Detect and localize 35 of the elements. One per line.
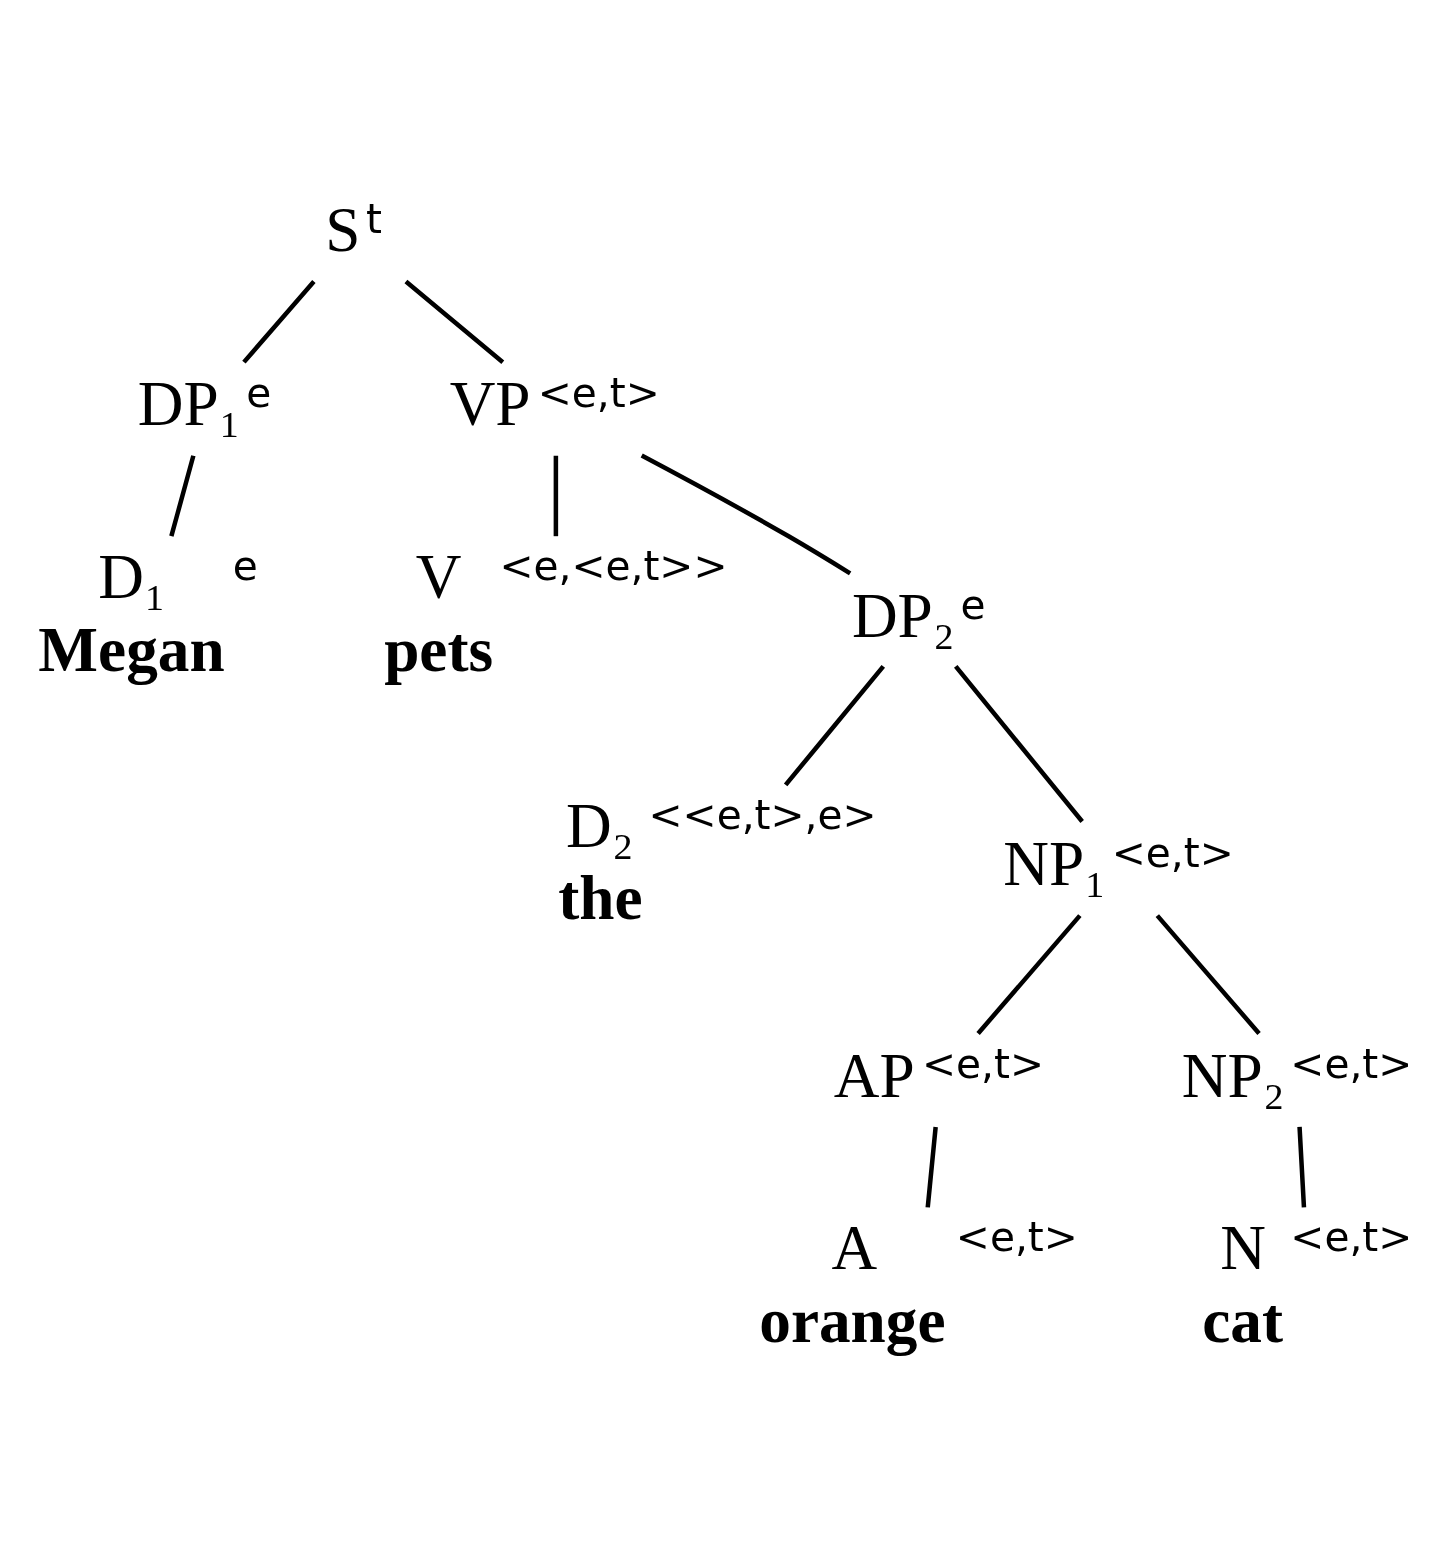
node-text: AP — [833, 1040, 915, 1111]
node-text: N cat — [1201, 1213, 1283, 1356]
node-text: DP₂ — [851, 580, 955, 651]
connector — [404, 279, 504, 364]
node-label: <<e,t>,e> — [648, 790, 877, 839]
node-text: A orange — [758, 1213, 946, 1356]
node-text: D₂ the — [557, 790, 642, 934]
node-label: <e,t> — [1289, 1040, 1412, 1089]
connector — [1155, 914, 1261, 1035]
node-label: t — [365, 195, 382, 244]
node-label: <e,t> — [1289, 1213, 1412, 1262]
connector — [925, 1126, 938, 1208]
node-label: <e,t> — [921, 1040, 1044, 1089]
node-text: S — [324, 195, 361, 266]
connector — [783, 664, 885, 787]
node-label: <e,t> — [1111, 829, 1234, 878]
connector — [168, 455, 196, 537]
node-text: DP₁ — [137, 369, 241, 440]
node-text: NP₂ — [1181, 1040, 1285, 1111]
node-label: e — [245, 369, 271, 418]
node-text: V pets — [383, 542, 493, 685]
connector — [953, 664, 1084, 823]
connector — [1296, 1126, 1306, 1208]
node-label: <e,t> — [955, 1213, 1078, 1262]
node-text: NP₁ — [1002, 829, 1106, 900]
node-label: <e,<e,t>> — [498, 542, 727, 591]
node-text: VP — [449, 369, 531, 440]
node-label: e — [232, 542, 258, 591]
node-text: D₁ Megan — [37, 542, 225, 685]
connector — [640, 453, 851, 576]
connector — [553, 455, 558, 537]
connector — [241, 279, 316, 364]
node-label: <e,t> — [537, 369, 660, 418]
node-label: e — [959, 580, 985, 629]
connector — [975, 914, 1082, 1035]
